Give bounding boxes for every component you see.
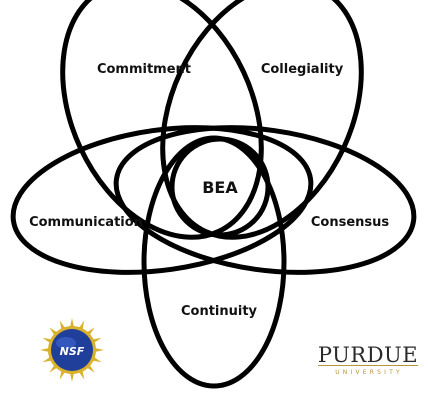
consensus-label: Consensus — [311, 215, 390, 230]
collegiality-label: Collegiality — [261, 62, 344, 77]
nsf-label: NSF — [60, 345, 85, 358]
communication-ellipse — [10, 125, 314, 275]
consensus-ellipse — [113, 125, 417, 275]
center-label: BEA — [202, 178, 238, 197]
commitment-label: Commitment — [97, 62, 191, 77]
nsf-logo: NSF — [40, 318, 104, 382]
purdue-university-label: UNIVERSITY — [335, 369, 403, 376]
communication-label: Communication — [29, 215, 143, 230]
center-circle — [169, 136, 271, 238]
purdue-logo: PURDUE UNIVERSITY — [318, 343, 418, 376]
continuity-label: Continuity — [181, 304, 258, 319]
purdue-wordmark: PURDUE — [318, 343, 418, 367]
